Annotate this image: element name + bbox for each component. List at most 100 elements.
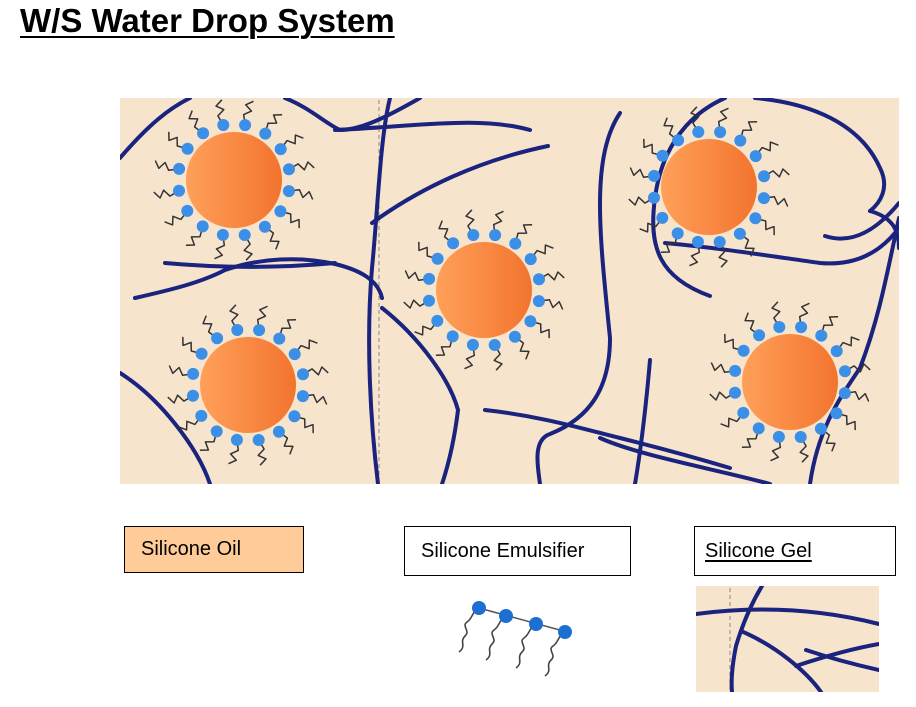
emulsifier-tail <box>514 224 533 244</box>
emulsifier-head <box>431 314 444 327</box>
emulsifier-head <box>210 425 223 438</box>
emulsifier-head <box>231 324 244 336</box>
emulsifier-head <box>238 229 251 241</box>
emulsifier-head <box>838 387 851 400</box>
emulsifier-head <box>488 339 501 351</box>
emulsifier-tail <box>770 436 782 462</box>
emulsifier-tail <box>185 226 204 246</box>
emulsifier-head <box>757 192 770 205</box>
emulsifier-tail <box>167 394 194 404</box>
emulsifier-tail <box>720 412 744 428</box>
emulsifier-tail <box>798 302 810 328</box>
emulsifier-tail <box>438 220 454 244</box>
emulsifier-head <box>749 150 762 163</box>
emulsifier-tail <box>709 391 736 401</box>
emulsifier-tail <box>188 110 204 134</box>
emulsifier-tail <box>403 299 430 309</box>
emulsifier-tail <box>302 393 328 405</box>
emulsifier-head <box>815 329 828 342</box>
emulsifier-head <box>524 253 537 266</box>
emulsifier-head <box>253 324 266 337</box>
emulsifier-head <box>274 205 287 218</box>
emulsifier-head <box>671 227 684 240</box>
emulsifier-tail <box>530 320 550 339</box>
legend-silicone-gel: Silicone Gel <box>694 526 896 576</box>
emulsifier-head <box>423 294 435 307</box>
emulsifier-head <box>288 348 301 361</box>
emulsifier-tail <box>628 196 655 206</box>
silicone-oil-droplet <box>661 139 757 235</box>
emulsifier-head <box>197 127 210 140</box>
emulsifier-tail <box>710 362 736 374</box>
emulsifier-tail <box>763 195 789 207</box>
emulsifier-head <box>187 389 199 402</box>
emulsifier-head <box>423 272 436 285</box>
emulsifier-tail <box>844 390 870 402</box>
emulsifier-tail <box>717 107 729 133</box>
oil-droplet-micelle <box>628 106 790 268</box>
emulsifier-tail <box>228 439 240 465</box>
emulsifier-tail <box>294 415 314 434</box>
emulsifier-tail <box>724 333 744 352</box>
emulsifier-tail <box>414 320 438 336</box>
emulsifier-tail <box>538 271 565 281</box>
emulsifier-tail <box>820 428 836 452</box>
emulsifier-tail <box>435 336 454 356</box>
emulsifier-head <box>733 227 746 240</box>
oil-droplet-micelle <box>167 304 329 466</box>
emulsifier-tail <box>771 301 781 328</box>
emulsifier-head <box>648 191 660 204</box>
emulsifier-tail <box>404 270 430 282</box>
legend-silicone-gel-label: Silicone Gel <box>705 539 812 562</box>
emulsifier-tail <box>178 415 202 431</box>
emulsifier-head <box>656 211 669 224</box>
emulsifier-head <box>274 143 287 156</box>
gel-sample-swatch <box>696 586 879 692</box>
emulsifier-head <box>749 212 762 225</box>
emulsifier-head <box>648 169 661 182</box>
emulsifier-head <box>737 406 750 419</box>
emulsifier-head <box>217 119 230 131</box>
emulsifier-tail <box>629 167 655 179</box>
emulsifier-tail <box>744 312 760 336</box>
emulsifier-tail <box>153 189 180 199</box>
emulsifier-tail <box>256 305 268 331</box>
emulsifier-head <box>195 409 208 422</box>
emulsifier-head <box>181 204 194 217</box>
emulsifier-head <box>196 220 209 233</box>
legend-silicone-oil-label: Silicone Oil <box>141 538 242 560</box>
emulsifier-head <box>181 142 194 155</box>
emulsifier-head <box>272 425 285 438</box>
emulsifier-tail <box>257 439 267 466</box>
emulsifier-tail <box>288 161 315 171</box>
emulsifier-tail <box>202 315 218 339</box>
emulsifier-tail <box>493 344 503 371</box>
emulsifier-head <box>533 273 545 286</box>
emulsifier-tail <box>214 234 226 260</box>
emulsifier-head <box>758 170 770 183</box>
emulsifier-head <box>794 431 807 443</box>
emulsifier-tail <box>755 217 775 236</box>
emulsifier-tail <box>264 114 283 134</box>
emulsifier-head <box>259 127 272 140</box>
emulsifier-head <box>795 321 808 334</box>
emulsifier-head <box>230 433 243 446</box>
emulsifier-head <box>692 126 705 138</box>
emulsifier-head <box>839 365 851 378</box>
emulsifier-tail <box>280 210 300 229</box>
emulsifier-head <box>714 126 727 139</box>
emulsifier-head <box>239 119 252 132</box>
emulsifier-head <box>211 332 224 345</box>
emulsifier-tail <box>844 363 871 373</box>
emulsifier-tail <box>799 436 809 463</box>
emulsifier-head <box>446 330 459 343</box>
emulsifier-tail <box>530 244 554 260</box>
emulsifier-head <box>729 386 741 399</box>
emulsifier-tail <box>264 226 280 250</box>
emulsifier-tail <box>465 209 475 236</box>
emulsifier-tail <box>242 100 254 126</box>
emulsifier-head <box>729 364 742 377</box>
emulsifier-head <box>814 422 827 435</box>
emulsifier-head <box>195 347 208 360</box>
emulsifier-tail <box>643 138 663 157</box>
